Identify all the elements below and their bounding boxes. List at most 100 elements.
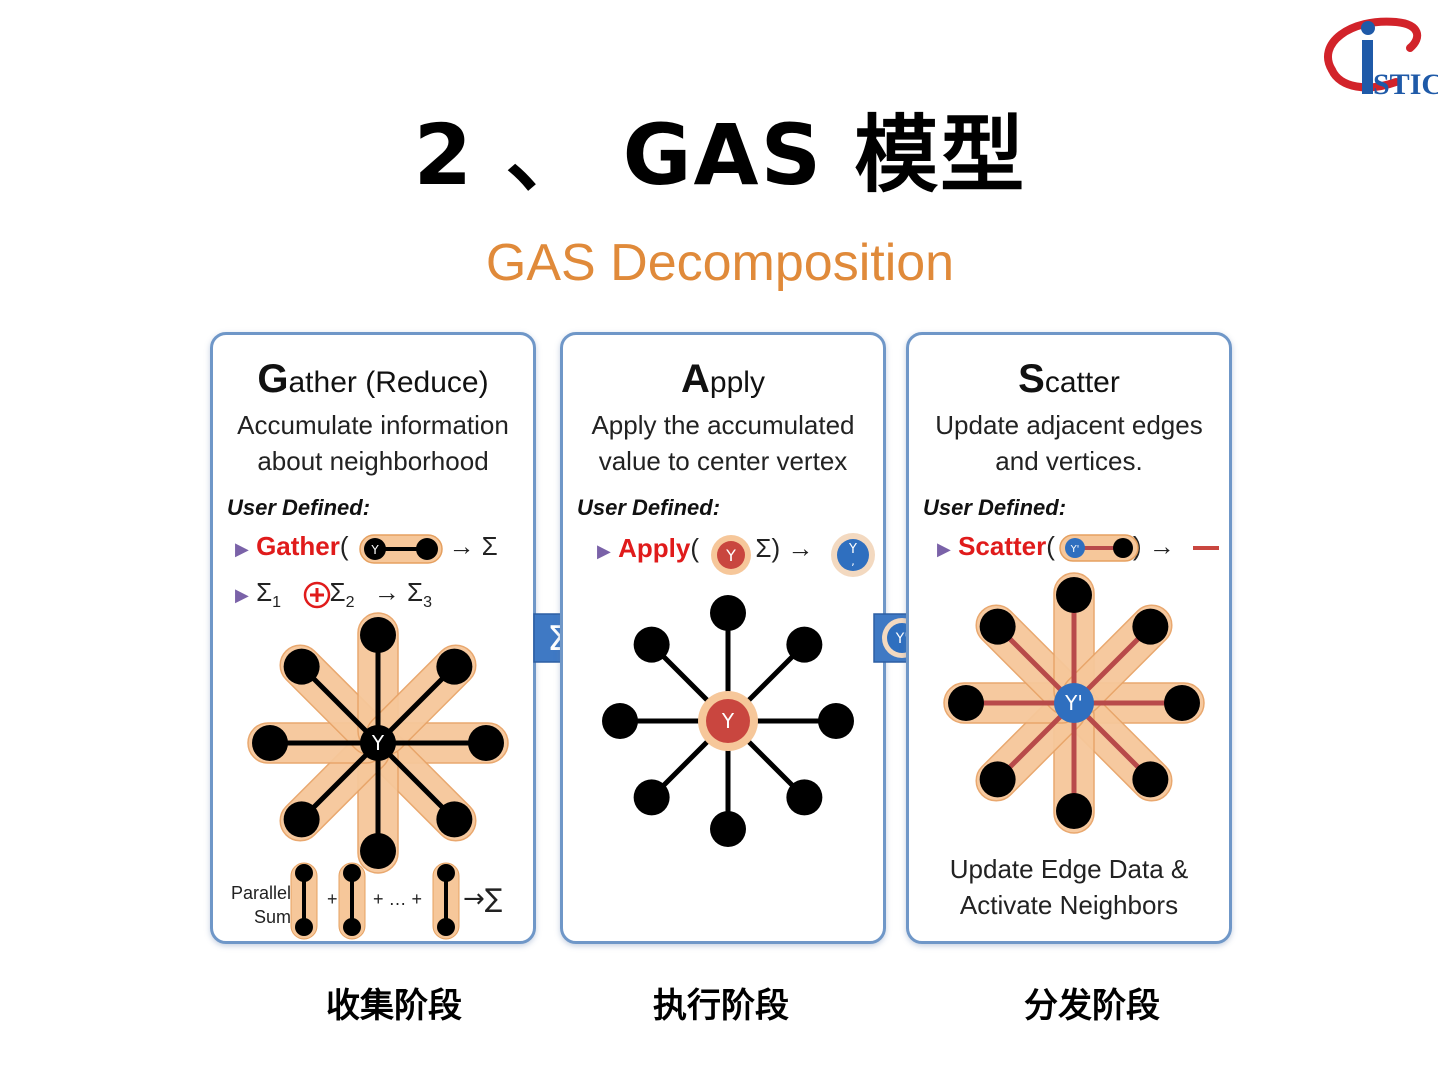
istic-logo: STIC bbox=[1324, 17, 1438, 101]
neighbor-vertex-8 bbox=[1132, 608, 1169, 645]
y-prime-arrow-label: Y' bbox=[895, 631, 908, 647]
center-vertex bbox=[360, 725, 396, 761]
scatter-panel: Scatter Update adjacent edges and vertic… bbox=[906, 332, 1232, 944]
sigma-2-sub: 2 bbox=[345, 594, 355, 612]
red-vertex-y-icon: Y bbox=[711, 535, 751, 575]
parallel-line2: Sum bbox=[253, 907, 291, 927]
neighbor-vertex-5 bbox=[252, 725, 288, 761]
svg-text:+: + bbox=[327, 889, 338, 909]
scatter-function-row: ▶ Scatter() → bbox=[937, 531, 1175, 561]
apply-user-defined: User Defined: bbox=[577, 495, 721, 520]
neighbor-vertex-3 bbox=[710, 811, 746, 847]
scatter-edge-pill-icon: Y' bbox=[1059, 534, 1139, 562]
plus-circle-icon bbox=[303, 581, 331, 609]
scatter-footer-line1: Update Edge Data & bbox=[949, 854, 1189, 884]
apply-title: Apply bbox=[563, 357, 883, 402]
center-vertex bbox=[1054, 683, 1094, 723]
logo-text: STIC bbox=[1373, 68, 1438, 101]
apply-fn-args: , Σ) → bbox=[740, 533, 814, 563]
svg-text:Y: Y bbox=[725, 546, 736, 565]
sigma-3-sub: 3 bbox=[423, 594, 432, 612]
parallel-line1: Parallel bbox=[230, 883, 291, 903]
bullet-triangle-icon: ▶ bbox=[235, 539, 249, 559]
edge-pill-icon: Y bbox=[359, 534, 443, 564]
neighbor-vertex-1 bbox=[468, 725, 504, 761]
sigma-2: Σ bbox=[329, 577, 346, 607]
neighbor-vertex-2 bbox=[786, 779, 823, 816]
scatter-description: Update adjacent edges and vertices. bbox=[915, 407, 1223, 479]
neighbor-vertex-7 bbox=[710, 595, 746, 631]
neighbor-vertex-6 bbox=[633, 626, 670, 663]
gather-star-graph: Y bbox=[247, 612, 509, 874]
scatter-desc-line1: Update adjacent edges bbox=[935, 410, 1203, 440]
neighbor-vertex-7 bbox=[1056, 577, 1092, 613]
gather-desc-line2: about neighborhood bbox=[257, 446, 489, 476]
neighbor-vertex-5 bbox=[602, 703, 638, 739]
svg-text:Y': Y' bbox=[1070, 544, 1080, 555]
svg-text:Y: Y bbox=[848, 542, 857, 557]
center-vertex-label: Y bbox=[371, 731, 385, 755]
blue-vertex-y-prime-icon: Y , bbox=[831, 533, 875, 577]
gather-user-defined: User Defined: bbox=[227, 495, 371, 520]
neighbor-vertex-3 bbox=[360, 833, 396, 869]
gather-description: Accumulate information about neighborhoo… bbox=[219, 407, 527, 479]
neighbor-vertex-8 bbox=[786, 626, 823, 663]
scatter-footer: Update Edge Data & Activate Neighbors bbox=[915, 851, 1223, 923]
neighbor-vertex-1 bbox=[818, 703, 854, 739]
gather-desc-line1: Accumulate information bbox=[237, 410, 509, 440]
scatter-title-rest: catter bbox=[1044, 366, 1120, 399]
apply-panel: Apply Apply the accumulated value to cen… bbox=[560, 332, 886, 944]
vertical-edge-pill-1 bbox=[290, 862, 318, 940]
svg-text:,: , bbox=[851, 555, 855, 568]
bullet-triangle-icon: ▶ bbox=[937, 539, 951, 559]
gather-title-rest: ather (Reduce) bbox=[288, 366, 489, 399]
bullet-triangle-icon: ▶ bbox=[235, 585, 249, 605]
stage-label-apply: 执行阶段 bbox=[653, 986, 789, 1026]
gather-title-initial: G bbox=[257, 357, 289, 401]
apply-desc-line1: Apply the accumulated bbox=[591, 410, 855, 440]
gather-fn-result: → Σ bbox=[448, 531, 498, 561]
gather-panel: Gather (Reduce) Accumulate information a… bbox=[210, 332, 536, 944]
slide-title: 2 、 GAS 模型 bbox=[413, 106, 1027, 204]
scatter-title: Scatter bbox=[909, 357, 1229, 402]
svg-text:→∑: →∑ bbox=[463, 884, 502, 914]
stage-label-scatter: 分发阶段 bbox=[1024, 986, 1160, 1026]
sigma-1-sub: 1 bbox=[272, 594, 282, 612]
center-vertex-label: Y' bbox=[1064, 691, 1083, 715]
neighbor-vertex-2 bbox=[436, 801, 473, 838]
neighbor-vertex-4 bbox=[283, 801, 320, 838]
apply-description: Apply the accumulated value to center ve… bbox=[569, 407, 877, 479]
parallel-sum-label: Parallel Sum bbox=[219, 881, 291, 929]
apply-title-rest: pply bbox=[709, 366, 765, 399]
red-edge-icon bbox=[1193, 546, 1219, 550]
neighbor-vertex-2 bbox=[1132, 761, 1169, 798]
neighbor-vertex-6 bbox=[283, 648, 320, 685]
neighbor-vertex-6 bbox=[979, 608, 1016, 645]
scatter-star-graph: Y' bbox=[943, 572, 1205, 834]
svg-text:+ … +: + … + bbox=[373, 889, 422, 909]
center-vertex-label: Y bbox=[721, 709, 735, 733]
scatter-desc-line2: and vertices. bbox=[995, 446, 1143, 476]
gather-sum-row: ▶ Σ1 Σ2 → Σ3 bbox=[235, 577, 432, 612]
scatter-fn-name: Scatter bbox=[958, 531, 1047, 561]
stage-label-gather: 收集阶段 bbox=[326, 986, 462, 1026]
vertical-edge-pill-2 bbox=[338, 862, 366, 940]
neighbor-vertex-1 bbox=[1164, 685, 1200, 721]
neighbor-vertex-4 bbox=[979, 761, 1016, 798]
diagram-title: GAS Decomposition bbox=[485, 234, 955, 292]
apply-star-graph: Y bbox=[602, 595, 854, 847]
scatter-user-defined: User Defined: bbox=[923, 495, 1067, 520]
gather-function-row: ▶ Gather() → Σ bbox=[235, 531, 498, 561]
neighbor-vertex-5 bbox=[948, 685, 984, 721]
apply-fn-name: Apply bbox=[618, 533, 691, 563]
center-vertex bbox=[706, 699, 750, 743]
apply-function-row: ▶ Apply(, Σ) → bbox=[597, 533, 814, 563]
apply-desc-line2: value to center vertex bbox=[598, 446, 848, 476]
neighbor-vertex-4 bbox=[633, 779, 670, 816]
parallel-sum-illustration: + + … + →∑ bbox=[290, 862, 502, 940]
bullet-triangle-icon: ▶ bbox=[597, 541, 611, 561]
scatter-footer-line2: Activate Neighbors bbox=[959, 890, 1179, 920]
sigma-1: Σ bbox=[256, 577, 273, 607]
vertical-edge-pill-3 bbox=[432, 862, 460, 940]
neighbor-vertex-7 bbox=[360, 617, 396, 653]
